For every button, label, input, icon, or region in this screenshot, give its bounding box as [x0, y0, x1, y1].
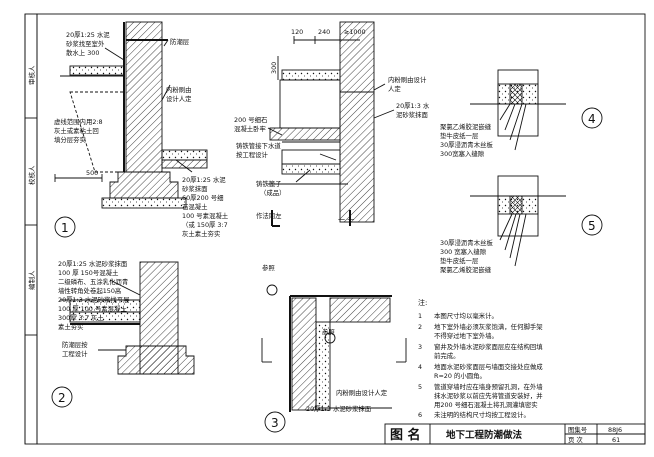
detail-1-top-note: 20厚1:25 水泥 砂浆找至室外 散水上 300 [66, 30, 112, 57]
detail-4-number-circle [581, 107, 603, 129]
atlas-no-label: 图集号 [568, 425, 587, 434]
detail-3: 3 参照 参照 内粉刷由设计人定 20厚1:3 水泥砂浆抹面 [261, 263, 407, 433]
detail-1-dim-500: 500 [86, 169, 98, 177]
note-3: 3 窗井及外墙水泥砂浆面层应在结构回填 前完成。 [418, 342, 545, 360]
detail-3-number: 3 [271, 416, 279, 430]
sidebar-strip [24, 13, 38, 445]
detail-3-ref-1: 参照 [262, 263, 275, 272]
detail-2-moisture-note: 防潮层按 工程设计 [62, 340, 90, 358]
detail-4-layers: 聚氯乙烯胶泥嵌缝 垫牛皮纸一层 30厚浸沥青木丝板 300宽塞入缝隙 [440, 122, 495, 158]
detail-1-number-circle [54, 216, 76, 238]
detail-1-layers: 20厚1:25 水泥 砂浆抹面 60厚200 号细 石混凝土 100 号素混凝土… [182, 175, 230, 238]
note-2: 2 地下室外墙必须灰浆饱满，任何脚手架 不得穿过地下室外墙。 [418, 322, 545, 340]
detail-3-number-circle [264, 411, 286, 433]
atlas-no: 88J6 [608, 426, 622, 434]
detail-drain-section: 一 一 [338, 216, 354, 224]
note-1: 1 本图尺寸均以毫米计。 [418, 311, 498, 320]
detail-1-number: 1 [61, 221, 69, 235]
note-4: 4 地面水泥砂浆面层与墙面交接处应做成 R=20 的小圆角。 [418, 362, 545, 380]
detail-1-inner-plaster: 内粉刷由 设计人定 [166, 85, 194, 103]
detail-1-wall [125, 21, 163, 173]
detail-drain-pipe: 铸铁管接下水道 按工程设计 [236, 141, 283, 159]
page-label: 页 次 [568, 435, 583, 444]
page-number: 61 [612, 436, 620, 444]
sidebar-label-reviewer: 审核人 [27, 65, 36, 85]
notes-heading: 注: [418, 298, 427, 307]
detail-drain-dim-300: 300 [270, 62, 278, 74]
sidebar-label-author: 编制人 [27, 270, 36, 290]
detail-3-inner-plaster: 内粉刷由设计人定 [336, 388, 388, 397]
detail-3-ref-2: 参照 [322, 327, 335, 336]
detail-1-fill-note: 虚线范围内用2:8 灰土或素粘土回 填分层夯实 [54, 117, 105, 144]
detail-5-number-circle [581, 214, 603, 236]
detail-5-number: 5 [588, 219, 596, 233]
title-block-label: 图 名 [390, 427, 421, 443]
notes: 注: 1 本图尺寸均以毫米计。 2 地下室外墙必须灰浆饱满，任何脚手架 不得穿过… [418, 298, 545, 419]
detail-drain-concrete: 200 号细石 混凝土卧牢 [234, 115, 269, 133]
note-6: 6 未注明的结构尺寸均按工程设计。 [418, 410, 530, 419]
detail-5-layers: 30厚浸沥青木丝板 300 宽塞入缝隙 垫牛皮纸一层 聚氯乙烯胶泥嵌缝 [440, 238, 495, 274]
detail-2-layers: 20厚1:25 水泥砂浆抹面 100 厚 150号混凝土 二级磷布、五涂乳化沥青… [58, 259, 132, 331]
note-5: 5 管道穿墙时应在墙身预留孔洞，在外墙 抹水泥砂浆以前应先将管道安装好，并 用2… [418, 382, 545, 409]
detail-drain-grate: 铸铁篦子 （成品） [256, 179, 286, 197]
detail-4: 4 聚氯乙烯胶泥嵌缝 垫牛皮纸一层 30厚浸沥青木丝板 300宽塞入缝隙 [440, 69, 603, 158]
title-block: 图 名 地下工程防潮做法 图集号 88J6 页 次 61 [384, 423, 646, 445]
title-block-name: 地下工程防潮做法 [446, 429, 523, 441]
detail-2-number-circle [51, 386, 73, 408]
detail-4-number: 4 [588, 112, 596, 126]
detail-5: 5 30厚浸沥青木丝板 300 宽塞入缝隙 垫牛皮纸一层 聚氯乙烯胶泥嵌缝 [440, 175, 603, 274]
detail-drain-method: 作法同左 [256, 211, 282, 220]
detail-drain: 120 240 ≥1000 300 内粉刷由设计 人定 20厚1:3 水 泥砂浆… [234, 21, 431, 227]
detail-2: 2 20厚1:25 水泥砂浆抹面 100 厚 150号混凝土 二级磷布、五涂乳化… [51, 259, 195, 408]
detail-3-bottom-layer: 20厚1:3 水泥砂浆抹面 [306, 404, 372, 413]
detail-drain-inner-plaster: 内粉刷由设计 人定 [388, 75, 428, 93]
detail-1-moisture-label: 防潮层 [170, 37, 190, 46]
detail-drain-plaster: 20厚1:3 水 泥砂浆抹面 [396, 101, 431, 119]
detail-2-number: 2 [58, 391, 66, 405]
sidebar-label-checker: 校核人 [27, 165, 36, 185]
detail-drain-dims: 120 240 ≥1000 [291, 28, 366, 36]
detail-1: 1 20厚1:25 水泥 砂浆找至室外 散水上 300 防潮层 内粉刷由 设计人… [54, 21, 230, 238]
